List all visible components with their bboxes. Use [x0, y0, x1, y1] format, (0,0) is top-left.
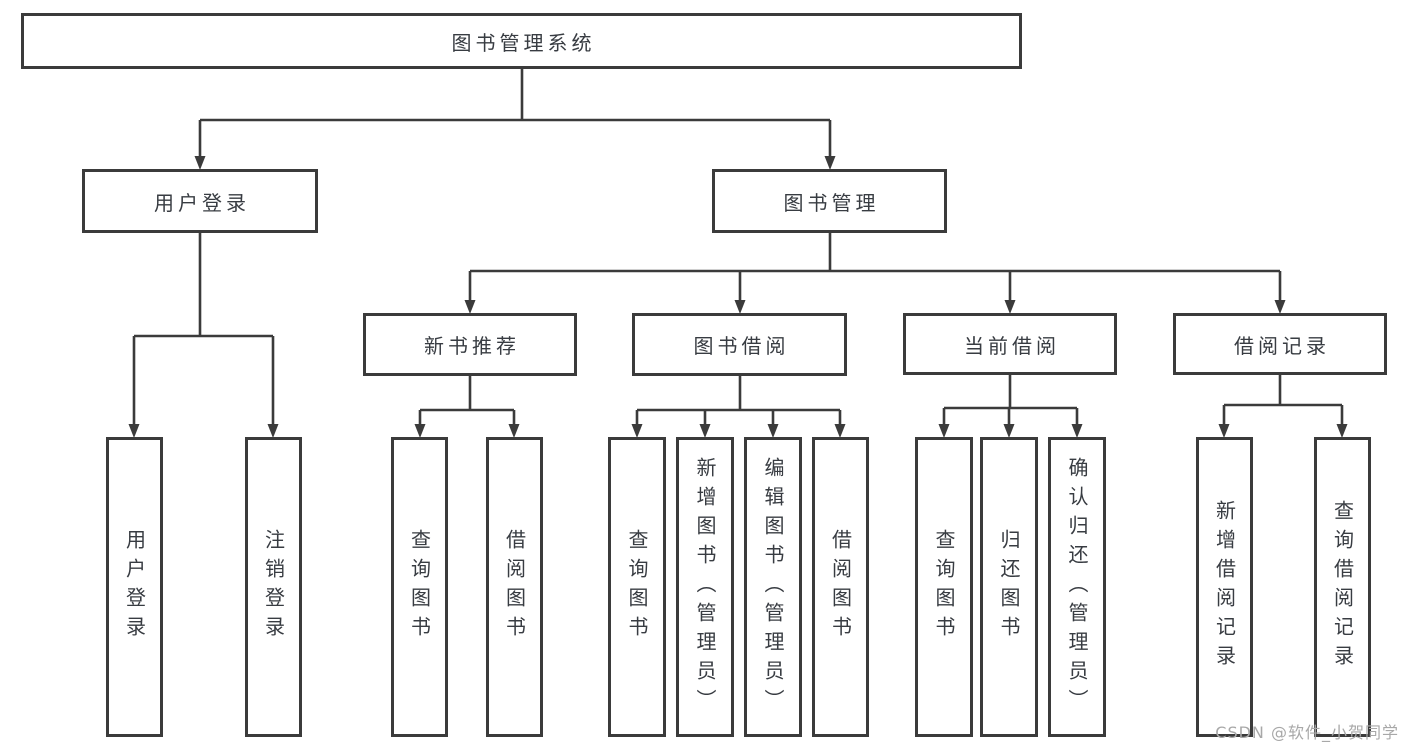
node-leaf-borrow-edit-books: 编辑图书（管理员） [744, 437, 802, 737]
node-library-management-system-label: 图书管理系统 [451, 30, 596, 55]
node-leaf-borrow-add-books-label: 新增图书（管理员） [693, 456, 717, 718]
node-leaf-recommend-borrow-books: 借阅图书 [486, 437, 543, 737]
node-leaf-logout: 注销登录 [245, 437, 302, 737]
node-leaf-records-add-record-label: 新增借阅记录 [1212, 500, 1237, 674]
node-new-book-recommend-label: 新书推荐 [424, 334, 520, 358]
node-user-login-label: 用户登录 [154, 190, 250, 215]
node-leaf-borrow-edit-books-label: 编辑图书（管理员） [761, 456, 785, 718]
node-new-book-recommend: 新书推荐 [363, 313, 577, 376]
node-leaf-user-login-label: 用户登录 [122, 529, 147, 645]
node-book-management-label: 图书管理 [783, 190, 880, 215]
node-current-borrow: 当前借阅 [903, 313, 1117, 375]
node-current-borrow-label: 当前借阅 [964, 333, 1060, 358]
node-borrow-records-label: 借阅记录 [1234, 333, 1330, 358]
node-leaf-current-return-books-label: 归还图书 [997, 529, 1021, 645]
node-user-login: 用户登录 [82, 169, 318, 233]
node-leaf-records-add-record: 新增借阅记录 [1196, 437, 1253, 737]
watermark: CSDN @软件_小贺同学 [1215, 723, 1399, 742]
node-leaf-current-return-books: 归还图书 [980, 437, 1038, 737]
node-library-management-system: 图书管理系统 [21, 13, 1022, 69]
node-book-management: 图书管理 [712, 169, 947, 233]
node-leaf-records-query-record-label: 查询借阅记录 [1330, 500, 1355, 674]
node-leaf-current-query-books: 查询图书 [915, 437, 973, 737]
node-leaf-logout-label: 注销登录 [261, 529, 286, 645]
node-leaf-current-query-books-label: 查询图书 [932, 529, 956, 645]
node-leaf-recommend-query-books-label: 查询图书 [407, 529, 432, 645]
node-leaf-borrow-query-books: 查询图书 [608, 437, 666, 737]
node-book-borrow-label: 图书借阅 [693, 334, 790, 358]
node-leaf-recommend-borrow-books-label: 借阅图书 [502, 529, 527, 645]
node-leaf-borrow-add-books: 新增图书（管理员） [676, 437, 734, 737]
node-leaf-borrow-query-books-label: 查询图书 [625, 529, 649, 645]
node-leaf-current-confirm-return-label: 确认归还（管理员） [1065, 456, 1089, 718]
node-leaf-user-login: 用户登录 [106, 437, 163, 737]
node-leaf-borrow-borrow-books: 借阅图书 [812, 437, 869, 737]
node-borrow-records: 借阅记录 [1173, 313, 1387, 375]
node-book-borrow: 图书借阅 [632, 313, 847, 376]
node-leaf-borrow-borrow-books-label: 借阅图书 [828, 529, 853, 645]
node-leaf-current-confirm-return: 确认归还（管理员） [1048, 437, 1106, 737]
node-leaf-records-query-record: 查询借阅记录 [1314, 437, 1371, 737]
node-leaf-recommend-query-books: 查询图书 [391, 437, 448, 737]
